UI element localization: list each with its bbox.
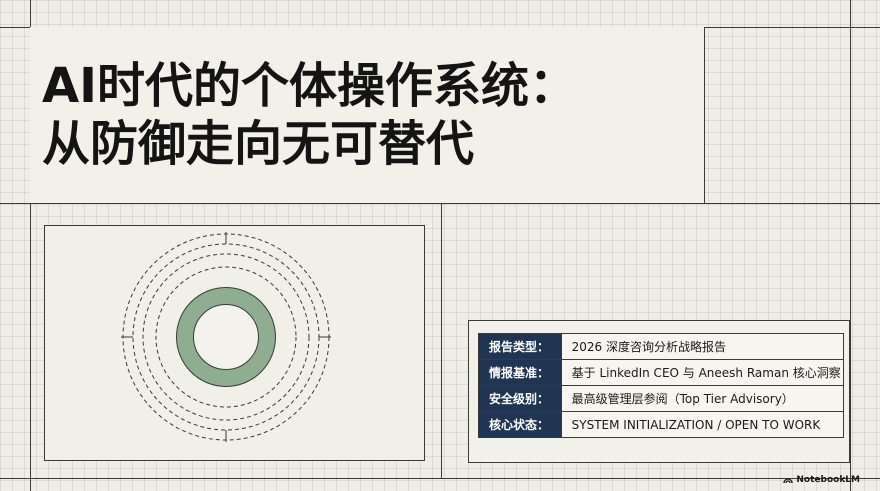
report-type-label: 报告类型： [478, 333, 562, 360]
table-row: 情报基准： 基于 LinkedIn CEO 与 Aneesh Raman 核心洞… [478, 359, 845, 386]
divider-line-title-right [704, 27, 705, 203]
intel-basis-value: 基于 LinkedIn CEO 与 Aneesh Raman 核心洞察 [560, 359, 845, 386]
ring-dashed-3 [142, 253, 310, 421]
intel-basis-label: 情报基准： [478, 359, 562, 386]
divider-line-bottom [0, 478, 880, 479]
page-title: AI时代的个体操作系统： 从防御走向无可替代 [42, 57, 577, 173]
notebooklm-badge: NotebookLM [783, 475, 860, 485]
ring-dashed-4 [155, 266, 297, 408]
notebooklm-label: NotebookLM [796, 475, 860, 485]
report-info-box: 报告类型： 2026 深度咨询分析战略报告 情报基准： 基于 LinkedIn … [468, 320, 850, 463]
divider-line-middle [441, 203, 442, 478]
core-status-label: 核心状态： [478, 411, 562, 438]
ring-solid-outline-outer [176, 287, 276, 387]
page-title-line-1: AI时代的个体操作系统： [42, 58, 578, 114]
core-status-value: SYSTEM INITIALIZATION / OPEN TO WORK [560, 411, 845, 438]
divider-line-left [30, 0, 31, 491]
concentric-rings-graphic [121, 232, 331, 442]
divider-line-right [850, 0, 851, 491]
report-info-table: 报告类型： 2026 深度咨询分析战略报告 情报基准： 基于 LinkedIn … [478, 333, 845, 438]
security-level-label: 安全级别： [478, 385, 562, 412]
page-title-line-2: 从防御走向无可替代 [42, 116, 475, 172]
ring-solid-outline-inner [193, 304, 259, 370]
notebooklm-logo-icon [783, 478, 794, 484]
security-level-value: 最高级管理层参阅（Top Tier Advisory） [560, 385, 845, 412]
table-row: 安全级别： 最高级管理层参阅（Top Tier Advisory） [478, 385, 845, 412]
divider-line-title-bottom [0, 203, 880, 204]
title-panel: AI时代的个体操作系统： 从防御走向无可替代 [30, 27, 704, 203]
table-row: 报告类型： 2026 深度咨询分析战略报告 [478, 333, 845, 360]
report-type-value: 2026 深度咨询分析战略报告 [560, 333, 845, 360]
ring-solid-green [176, 287, 276, 387]
target-diagram-frame [44, 225, 425, 461]
table-row: 核心状态： SYSTEM INITIALIZATION / OPEN TO WO… [478, 411, 845, 438]
